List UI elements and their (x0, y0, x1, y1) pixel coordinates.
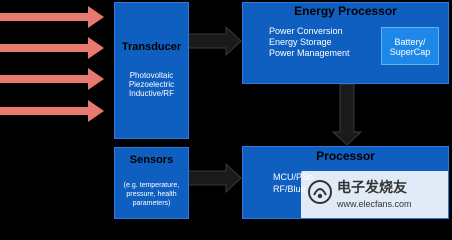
battery-line-1: Battery/ (394, 37, 426, 47)
sensors-line-2: pressure, health (126, 191, 177, 198)
transducer-line-1: Photovoltaic (129, 71, 174, 80)
energy-line-3: Power Management (269, 48, 350, 58)
watermark-text-url: www.elecfans.com (337, 199, 412, 209)
diagram-canvas: Transducer Photovoltaic Piezoelectric In… (0, 2, 449, 219)
input-arrow-1 (0, 6, 104, 28)
input-arrow-2 (0, 37, 104, 59)
processor-line-2: RF/Blue (273, 184, 306, 194)
energy-processor-title: Energy Processor (294, 4, 397, 18)
transducer-line-2: Piezoelectric (128, 80, 175, 89)
watermark-logo-icon (308, 180, 332, 204)
battery-box: Battery/ SuperCap (381, 27, 439, 65)
battery-line-2: SuperCap (389, 47, 431, 57)
sensors-line-1: (e.g. temperature, (123, 182, 180, 189)
transducer-box: Transducer Photovoltaic Piezoelectric In… (114, 2, 189, 139)
input-arrow-4 (0, 100, 104, 122)
energy-line-1: Power Conversion (269, 26, 343, 36)
transducer-title: Transducer (121, 41, 182, 53)
watermark-text-cn: 电子发烧友 (337, 180, 407, 196)
processor-box: Processor MCU/PSo· RF/Blue 电子发烧友 www.ele… (242, 146, 449, 219)
arrow-transducer-to-energy (187, 25, 242, 57)
arrow-layer (0, 6, 363, 194)
transducer-line-3: Inductive/RF (129, 89, 174, 98)
energy-processor-box: Energy Processor Power Conversion Energy… (242, 2, 449, 84)
processor-title: Processor (316, 149, 375, 163)
sensors-title: Sensors (129, 154, 174, 166)
watermark: 电子发烧友 www.elecfans.com (301, 171, 448, 218)
sensors-line-3: parameters) (132, 200, 171, 207)
processor-line-1: MCU/PSo· (273, 172, 317, 182)
sensors-box: Sensors (e.g. temperature, pressure, hea… (114, 147, 189, 219)
input-arrow-3 (0, 68, 104, 90)
energy-line-2: Energy Storage (269, 37, 332, 47)
arrow-sensors-to-processor (187, 162, 242, 194)
arrow-energy-to-processor (331, 83, 363, 146)
